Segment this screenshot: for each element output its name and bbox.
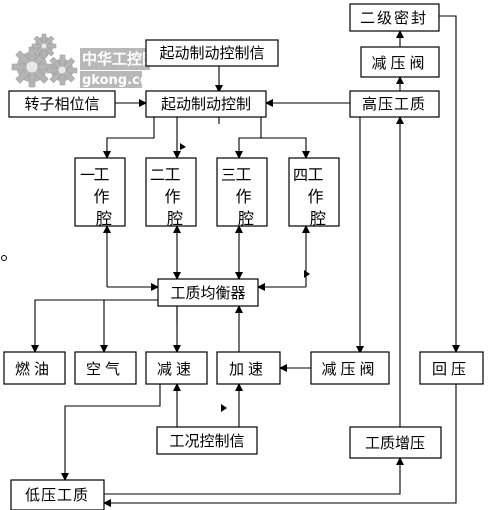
box-pressure-relief-valve-top: 减压阀 — [360, 46, 440, 78]
box-working-chamber-2: 二 工 作 腔 — [145, 157, 197, 228]
svg-text:加速: 加速 — [229, 360, 267, 378]
box-rotor-phase-signal: 转子相位信 — [8, 90, 116, 118]
box-start-brake-control: 起动制动控制 — [145, 90, 267, 118]
logo-name: 中华工控网 — [82, 50, 157, 68]
svg-text:减压阀: 减压阀 — [371, 54, 428, 72]
box-medium-booster: 工质增压 — [349, 426, 442, 459]
svg-text:空气: 空气 — [86, 360, 124, 378]
logo-text-bg — [80, 48, 150, 70]
svg-text:减压阀: 减压阀 — [321, 360, 378, 378]
chamber-3-label: 工 作 腔 — [235, 165, 256, 228]
svg-text:回压: 回压 — [432, 360, 470, 378]
svg-text:一: 一 — [80, 166, 95, 184]
svg-text:起动制动控制信: 起动制动控制信 — [159, 44, 264, 62]
svg-text:低压工质: 低压工质 — [25, 486, 89, 504]
logo: 中华工控网 gkong.com — [11, 33, 162, 88]
svg-text:转子相位信: 转子相位信 — [24, 95, 99, 113]
svg-text:起动制动控制: 起动制动控制 — [161, 95, 251, 113]
box-fuel: 燃油 — [3, 351, 66, 385]
box-condition-control-signal: 工况控制信 — [156, 426, 258, 455]
chamber-1-label: 工 作 腔 — [93, 165, 114, 228]
svg-text:二级密封: 二级密封 — [360, 9, 428, 27]
box-pressure-relief-valve-mid: 减压阀 — [310, 351, 390, 385]
svg-text:减速: 减速 — [157, 360, 195, 378]
box-decelerate: 减速 — [145, 351, 208, 385]
svg-text:工质增压: 工质增压 — [365, 434, 425, 452]
svg-text:高压工质: 高压工质 — [362, 95, 426, 113]
box-secondary-seal: 二级密封 — [349, 3, 440, 32]
connectors — [1, 15, 460, 507]
box-start-brake-signal: 起动制动控制信 — [145, 39, 279, 67]
box-working-chamber-4: 四 工 作 腔 — [288, 157, 340, 228]
svg-text:工况控制信: 工况控制信 — [169, 432, 244, 450]
svg-text:工质均衡器: 工质均衡器 — [170, 284, 245, 302]
box-accelerate: 加速 — [216, 351, 281, 385]
gear-logo-icon — [11, 33, 78, 88]
box-medium-equalizer: 工质均衡器 — [157, 278, 259, 307]
svg-text:三: 三 — [221, 166, 236, 184]
chamber-4-label: 工 作 腔 — [307, 165, 328, 228]
logo-site-bg — [80, 71, 142, 88]
chamber-2-label: 工 作 腔 — [164, 165, 185, 228]
svg-text:四: 四 — [293, 166, 308, 184]
logo-site: gkong.com — [82, 73, 162, 88]
box-return-pressure: 回压 — [419, 351, 484, 385]
svg-text:燃油: 燃油 — [15, 360, 53, 378]
box-working-chamber-1: 一 工 作 腔 — [74, 157, 126, 228]
box-low-pressure-medium: 低压工质 — [10, 479, 105, 510]
box-working-chamber-3: 三 工 作 腔 — [216, 157, 268, 228]
box-high-pressure-medium: 高压工质 — [349, 90, 440, 118]
svg-text:二: 二 — [150, 166, 165, 184]
box-air: 空气 — [74, 351, 137, 385]
